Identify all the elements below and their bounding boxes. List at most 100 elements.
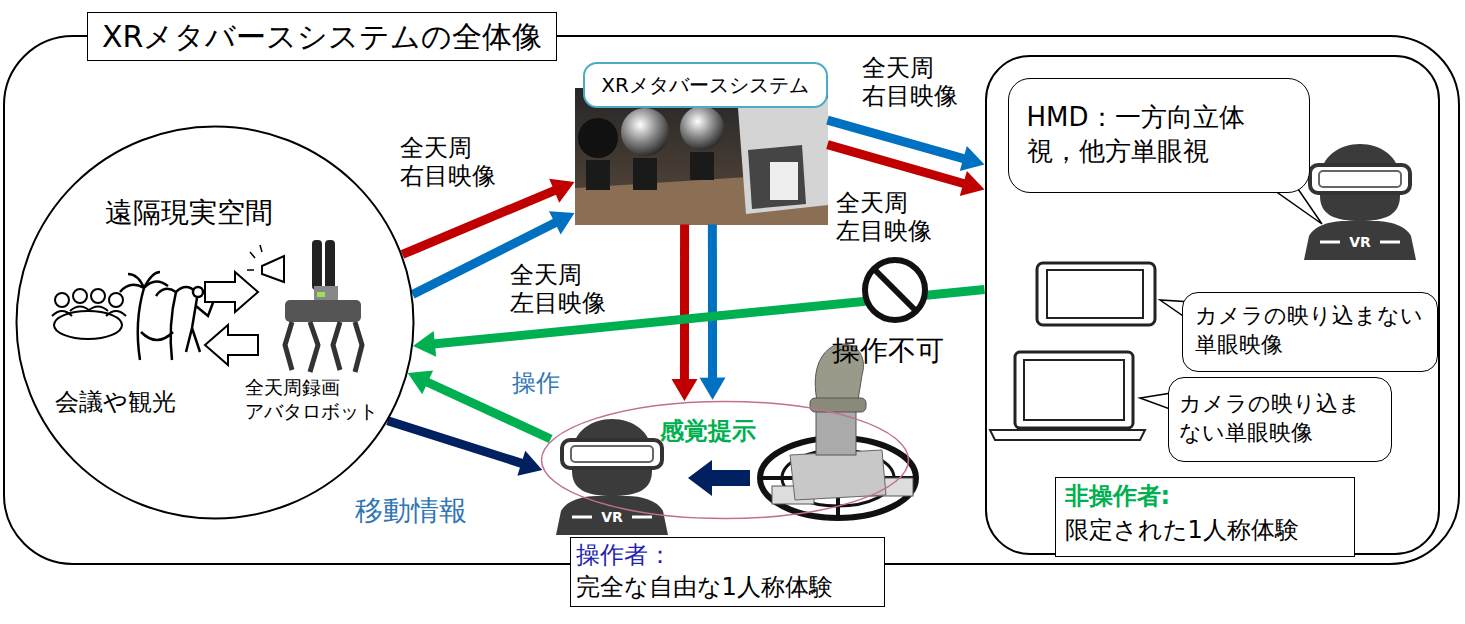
vr-person-icon [1304,144,1416,260]
callout-text: HMD：一方向立体視，他方単眼視 [1027,101,1290,169]
xr-screenshot [738,98,828,214]
edge-label: 全天周 右目映像 [400,135,496,190]
arrow-shaft [680,225,689,381]
meeting-icon [106,311,126,316]
avatar-robot [355,322,362,372]
operator-heading: 操作者： [576,540,672,571]
laptop-icon [1024,360,1124,420]
palm-icon [120,272,168,292]
avatar-robot [285,300,361,322]
arrow-shaft [402,190,556,255]
prohibition-sign [865,260,925,320]
flow-arrows-icon [205,325,258,365]
meeting-icon [88,307,108,312]
operator-ellipse: 感覚提示 [540,400,910,520]
edge-label: 操作不可 [832,335,944,367]
arrow-head [700,378,726,400]
meeting-icon [54,311,122,339]
tablet-icon [1037,263,1155,325]
icon-label: VR [601,510,623,524]
palm-icon [171,292,176,360]
avatar-robot [333,322,340,370]
motion-platform [760,344,916,518]
avatar-robot [325,240,335,290]
motion-platform [782,450,894,506]
meeting-icon [109,293,123,307]
sense-label: 感覚提示 [660,416,756,447]
edge-label: 移動情報 [355,495,467,527]
xr-screenshot [575,88,828,225]
xr-screenshot [575,88,828,225]
xr-screenshot [680,106,724,150]
connector-arrow [828,145,985,196]
avatar-robot [285,322,292,370]
vr-person-icon [556,419,668,535]
prohibition-sign [865,260,925,320]
avatar-robot [262,256,284,282]
icon-label: VR [1349,235,1371,249]
feedback-arrow [688,460,750,496]
avatar-robot [247,269,254,271]
arrow-head [549,211,574,234]
circle-heading: 遠隔現実空間 [105,195,273,231]
arrow-head [413,331,436,357]
arrow-head [517,451,542,476]
meeting-icon [52,311,72,316]
operator-body: 完全な自由な1人称体験 [576,572,833,603]
meeting-icon [70,307,90,312]
panel-body: 限定された1人称体験 [1065,515,1299,546]
xr-screenshot [770,162,798,200]
avatar-robot [317,292,325,297]
viewer-panel: 非操作者:限定された1人称体験 HMD：一方向立体視，他方単眼視カメラの映り込まな… [985,55,1440,555]
meeting-icon [73,289,87,303]
arrow-head [960,146,985,171]
arrow-shaft [708,225,717,380]
arrow-shaft [388,421,524,464]
palm-icon [141,332,173,340]
palm-icon [138,288,144,360]
ellipse-outline [16,126,413,518]
circle-caption: 会議や観光 [55,387,176,418]
tablet-icon [1037,263,1192,325]
avatar-robot [247,240,362,372]
connector-arrow [388,421,543,476]
callout-box: カメラの映り込まない単眼映像 [1182,292,1438,372]
robot-caption: 全天周録画 アバタロボット [245,375,378,424]
frame-title: XRメタバースシステムの全体像 [87,12,557,61]
laptop-icon [990,352,1178,440]
edge-label: 全天周 左目映像 [836,190,932,245]
xr-system-box: XRメタバースシステム [575,62,828,225]
edge-label: 全天周 左目映像 [510,262,606,317]
tablet-icon [1047,270,1143,318]
callout-box: HMD：一方向立体視，他方単眼視 [1008,78,1310,193]
avatar-robot [285,322,362,372]
avatar-robot [260,245,262,252]
xr-screenshot [621,108,669,156]
golfer-icon [193,287,203,297]
laptop-icon [990,430,1145,440]
callout-box: カメラの映り込まない単眼映像 [1168,377,1392,462]
palm-icon [156,287,196,296]
arrow-head [549,179,574,203]
xr-screenshot [633,158,657,190]
connector-arrow [671,225,697,401]
callout-text: カメラの映り込まない単眼映像 [1195,302,1424,359]
xr-screenshot [586,160,610,190]
xr-screenshot [690,152,714,180]
meeting-icon [55,293,69,307]
remote-space-circle: 遠隔現実空間会議や観光 全天周録画 アバタロボット [15,125,415,520]
prohibition-sign [874,269,916,311]
motion-platform [810,398,866,412]
avatar-robot [310,322,318,372]
callout-text: カメラの映り込まない単眼映像 [1179,390,1380,447]
system-title: XRメタバースシステム [583,62,828,108]
avatar-robot [250,252,255,258]
laptop-icon [1015,352,1133,428]
edge-label: 全天周 右目映像 [862,55,958,110]
palm-icon [120,272,196,360]
panel-heading: 非操作者: [1065,481,1171,512]
flow-arrows-icon [205,272,258,312]
outer-frame: XRメタバースシステムの全体像遠隔現実空間会議や観光全天周録画 アバタロボットX… [3,35,1460,565]
avatar-robot [312,240,322,290]
